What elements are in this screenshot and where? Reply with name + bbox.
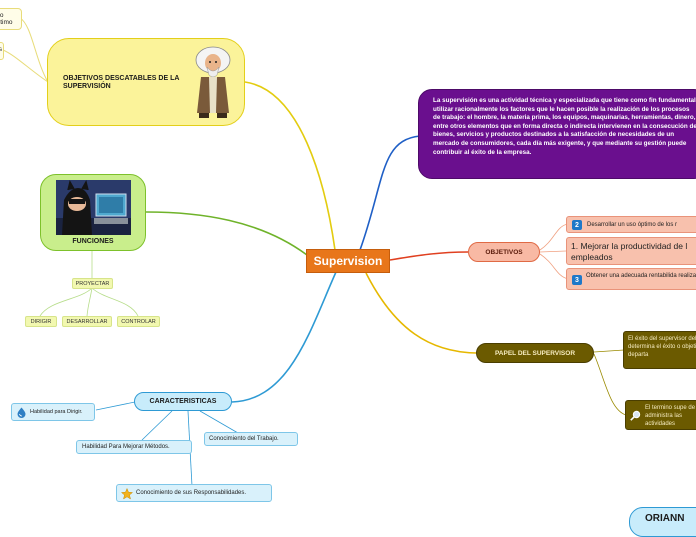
objetivo-text: Obtener una adecuada rentabilida realiza… [586,273,696,279]
objetivo-text: 1. Mejorar la productividad de l emplead… [571,241,688,262]
link-car-2 [141,410,173,441]
link-destacables-top [19,17,49,83]
objetivo-item[interactable]: 1. Mejorar la productividad de l emplead… [566,237,696,265]
caracteristica-label: Habilidad Para Mejorar Métodos. [82,444,170,450]
funciones-label: FUNCIONES [72,238,114,245]
link-obj-2 [539,250,567,253]
link-caracteristicas [231,271,337,403]
dirigir-node[interactable]: DIRIGIR [25,316,57,327]
caracteristica-item[interactable]: Conocimiento del Trabajo. [204,432,298,446]
desarrollar-node[interactable]: DESARROLLAR [62,316,112,327]
masked-hero-at-computer-illustration [56,180,131,235]
link-objetivos [389,251,469,261]
link-definition [359,135,421,251]
link-controlar [91,287,139,317]
bottom-partial-node[interactable]: ORIANN [629,507,696,537]
objetivo-text: Desarrollar un uso óptimo de los r [587,222,678,228]
partial-left-text: s [0,46,2,53]
caracteristicas-node[interactable]: CARACTERISTICAS [134,392,232,411]
link-dirigir [39,287,93,317]
partial-top-text: uso óptimo de [0,12,13,29]
partial-top-node[interactable]: uso óptimo de [0,8,22,30]
magnifier-icon [630,410,641,421]
water-drop-icon [17,407,26,418]
link-funciones [145,211,308,256]
caracteristica-item[interactable]: Conocimiento de sus Responsabilidades. [116,484,272,502]
link-car-1 [95,401,136,411]
caracteristica-item[interactable]: Habilidad Para Mejorar Métodos. [76,440,192,454]
desarrollar-label: DESARROLLAR [66,318,108,325]
number-two-icon: 2 [572,220,582,230]
papel-node[interactable]: PAPEL DEL SUPERVISOR [476,343,594,363]
number-three-icon: 3 [572,275,582,285]
link-papel-1 [593,349,625,353]
link-destacables-top2 [2,49,49,83]
papel-label: PAPEL DEL SUPERVISOR [494,349,576,357]
caracteristicas-label: CARACTERISTICAS [149,398,217,405]
caracteristica-label: Habilidad para Dirigir. [30,409,83,415]
objetivo-item[interactable]: 2 Desarrollar un uso óptimo de los r [566,216,696,233]
link-obj-1 [539,223,569,251]
link-papel [365,272,477,354]
objetivo-item[interactable]: 3 Obtener una adecuada rentabilida reali… [566,268,696,290]
papel-detail-2[interactable]: El termino supe de la administra las act… [625,400,696,430]
central-topic-label: Supervision [313,254,383,268]
star-icon [121,488,133,500]
link-papel-2 [593,353,627,416]
proyectar-label: PROYECTAR [75,280,110,287]
caracteristica-label: Conocimiento del Trabajo. [209,436,279,442]
definition-text: La supervisión es una actividad técnica … [433,97,696,156]
link-desarrollar [86,287,93,317]
controlar-node[interactable]: CONTROLAR [117,316,160,327]
papel-detail-1[interactable]: El éxito del supervisor deberes determin… [623,331,696,369]
objetivos-destacables-node[interactable]: OBJETIVOS DESCATABLES DE LA SUPERVISIÓN [47,38,245,126]
objetivos-destacables-label: OBJETIVOS DESCATABLES DE LA SUPERVISIÓN [63,75,180,90]
caracteristica-label: Conocimiento de sus Responsabilidades. [136,490,247,496]
central-topic[interactable]: Supervision [306,249,390,273]
objetivos-node[interactable]: OBJETIVOS [468,242,540,262]
partial-left-node[interactable]: s [0,42,4,60]
proyectar-node[interactable]: PROYECTAR [72,278,113,289]
link-obj-3 [539,253,569,280]
funciones-node[interactable]: FUNCIONES [40,174,146,251]
caracteristica-item[interactable]: Habilidad para Dirigir. [11,403,95,421]
link-objetivos-destacables [244,81,336,251]
controlar-label: CONTROLAR [121,318,156,325]
definition-node[interactable]: La supervisión es una actividad técnica … [418,89,696,179]
bottom-partial-label: ORIANN [645,513,685,524]
objetivos-label: OBJETIVOS [485,248,523,256]
dirigir-label: DIRIGIR [30,318,52,325]
link-car-3 [199,410,239,434]
old-man-illustration [195,46,231,118]
papel-detail-1-text: El éxito del supervisor deberes determin… [628,336,696,358]
papel-detail-2-text: El termino supe de la administra las act… [645,405,696,427]
